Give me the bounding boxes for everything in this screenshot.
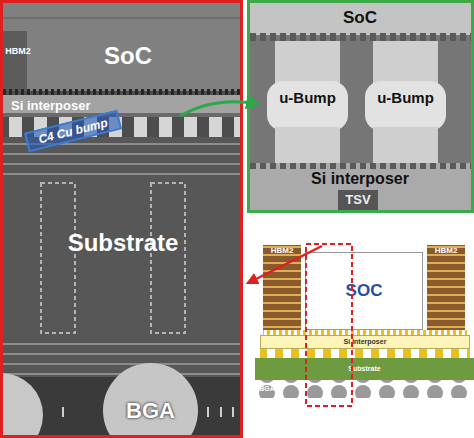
die-region: SoC — [63, 36, 193, 76]
interposer-pads — [3, 113, 240, 117]
node-label: HBM2 — [271, 247, 294, 255]
substrate-core — [3, 137, 240, 377]
through-via — [41, 183, 75, 333]
node-label: SoC — [343, 9, 377, 27]
node-label: HBM2 — [435, 247, 458, 255]
node-label: SOC — [346, 282, 383, 300]
interposer-pads — [250, 163, 471, 169]
cross-section-panel: SoCHBM2Si interposerC4 Cu bumpSubstrateB… — [0, 0, 243, 438]
node-label: TSV — [345, 193, 370, 207]
hbm2-stack: HBM2 — [427, 245, 465, 257]
hbm2-stack — [263, 245, 301, 330]
die-texture — [3, 17, 240, 19]
c4-bump-row — [260, 349, 470, 358]
micro-bump-row — [3, 89, 240, 95]
micro-bump: u-Bump — [265, 87, 350, 109]
through-via — [151, 183, 185, 333]
tsv-via: TSV — [338, 190, 378, 210]
node-label: u-Bump — [279, 90, 336, 106]
micro-bump: u-Bump — [363, 87, 448, 109]
sem-background — [250, 3, 471, 210]
hbm2-stack: HBM2 — [263, 245, 301, 257]
bga-ball-row — [255, 380, 474, 398]
node-label: Si interposer — [311, 171, 409, 188]
node-label: BGA — [126, 399, 175, 422]
interposer-layer — [3, 95, 240, 117]
node-label: Si interposer — [344, 338, 387, 345]
node-label: Si interposer — [11, 99, 90, 113]
node-label: SoC — [104, 43, 152, 68]
hbm2-die — [3, 31, 27, 91]
hbm2-stack — [427, 245, 465, 330]
node-label: u-Bump — [377, 90, 434, 106]
solder-cap — [365, 81, 446, 131]
node-label: Substrate — [348, 365, 380, 372]
substrate-region: Substrate — [43, 228, 203, 258]
package-schematic: HBM2SOC HBM2 Si interposerSubstrateBGA — [255, 240, 474, 415]
zoom-arrow — [180, 102, 258, 116]
interposer-band: Si interposer — [290, 169, 430, 189]
substrate-band: Substrate — [255, 358, 474, 380]
die-region: HBM2 — [3, 43, 33, 61]
solder-cap — [267, 81, 348, 131]
node-label: Substrate — [68, 230, 179, 255]
bga-ball: BGA — [255, 381, 279, 397]
zoom-arrow — [248, 246, 322, 283]
sem-background — [3, 3, 240, 435]
soc-die: SOC — [305, 252, 423, 330]
zoom-panel: SoC u-Bump u-Bump Si interposerTSV — [247, 0, 474, 213]
copper-pillar — [373, 127, 438, 163]
copper-pillar — [275, 127, 340, 163]
interposer-band: Si interposer — [260, 335, 470, 349]
soc-die — [250, 3, 471, 35]
copper-pillar — [275, 41, 340, 85]
die-region: SoC — [320, 6, 400, 30]
interposer-layer — [250, 163, 471, 210]
bga-ball — [3, 373, 43, 435]
copper-pillar — [373, 41, 438, 85]
soc-die — [3, 3, 240, 91]
node-label: BGA — [259, 385, 275, 392]
soc-pads — [250, 33, 471, 41]
build-up-layers — [3, 335, 240, 375]
node-label: HBM2 — [5, 47, 31, 56]
zoom-region-box — [306, 244, 352, 406]
